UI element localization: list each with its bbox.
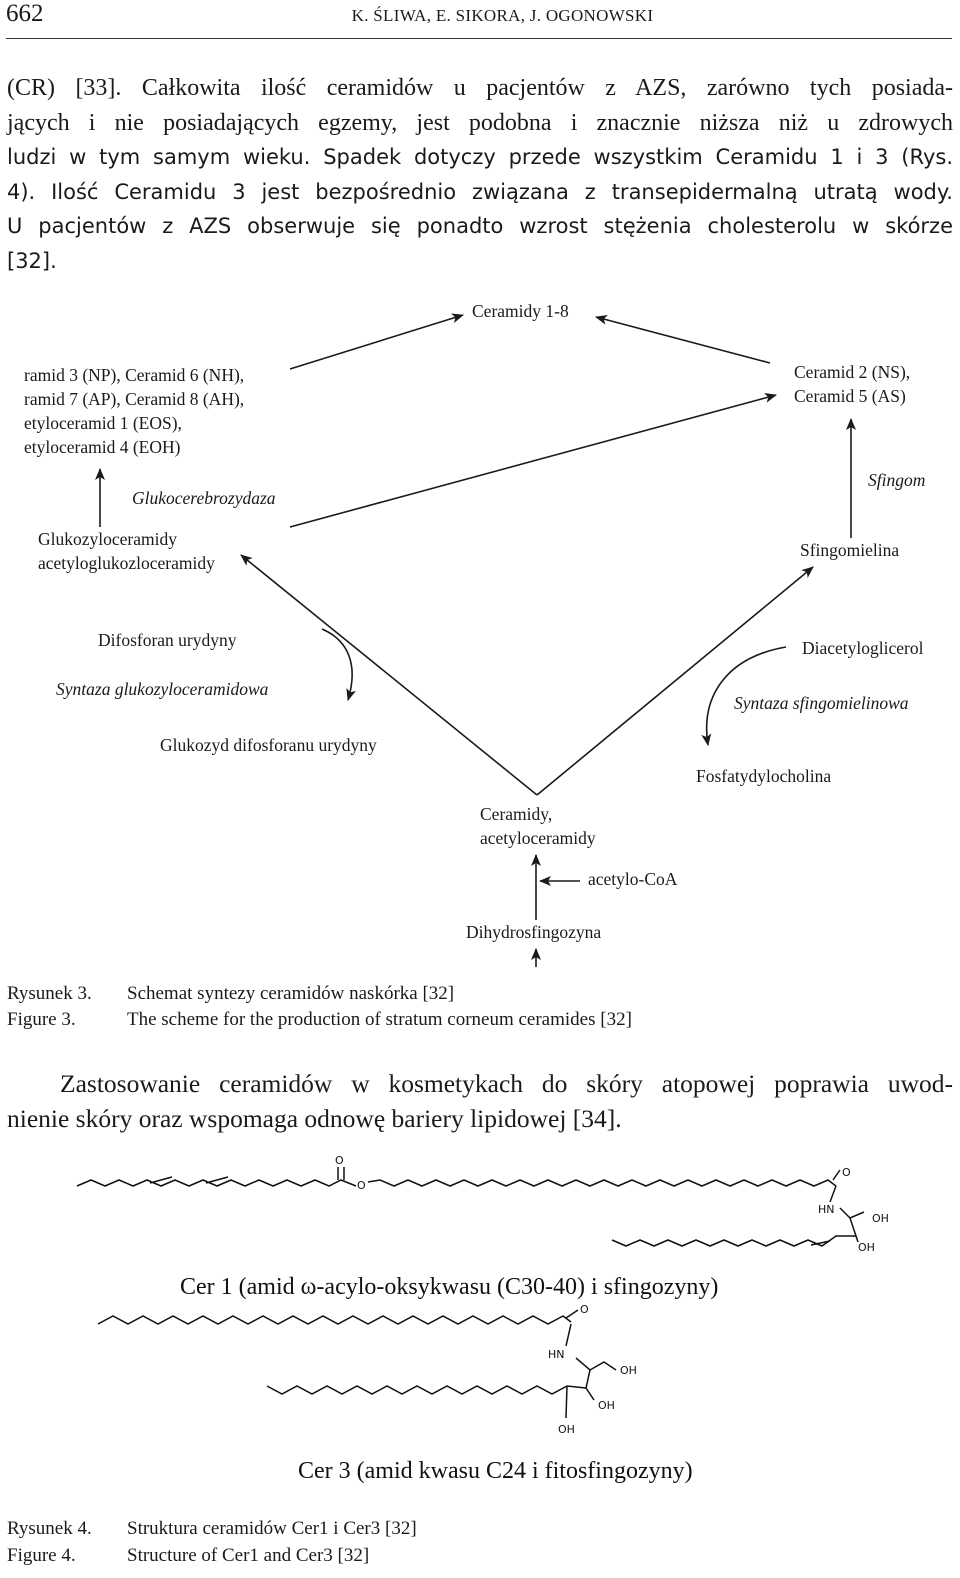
cer1-acyl-chain — [76, 1179, 357, 1187]
caption-text: The scheme for the production of stratum… — [127, 1009, 632, 1030]
caption-label: Figure 3. — [7, 1009, 76, 1030]
cer1-head-bond-2 — [849, 1217, 857, 1237]
cer3-structure-label: Cer 3 (amid kwasu C24 i fitosfingozyny) — [298, 1458, 693, 1484]
figure-4-caption-en: Figure 4. Structure of Cer1 and Cer3 [32] — [7, 1545, 369, 1567]
cer3-head-bond-2 — [585, 1369, 591, 1389]
cer1-oh-bond — [855, 1235, 859, 1243]
label-left-group-line: ramid 7 (AP), Ceramid 8 (AH), — [24, 389, 244, 409]
figure-3-caption-en: Figure 3. The scheme for the production o… — [7, 1009, 632, 1031]
label-acetylceramides: acetyloceramidy — [480, 828, 596, 848]
label-ceramides-1-8: Ceramidy 1-8 — [472, 301, 569, 321]
arrow-to-ceramides-1-8-left — [289, 313, 464, 370]
arrow-to-ceramides-1-8-right — [595, 314, 771, 364]
label-right-group-line: Ceramid 2 (NS), — [794, 362, 910, 382]
cer1-head-bond — [839, 1207, 865, 1219]
cer1-sphingosine-chain — [611, 1235, 856, 1247]
caption-text: Struktura ceramidów Cer1 i Cer3 [32] — [127, 1518, 417, 1539]
label-glucosylceramides: Glukozyloceramidy — [38, 529, 177, 549]
text-line: nienie skóry oraz wspomaga odnowę barier… — [7, 1104, 622, 1133]
body-paragraph-2: Zastosowanie ceramidów w kosmetykach do … — [7, 1066, 953, 1136]
text-line: U pacjentów z AZS obserwuje się ponadto … — [7, 214, 953, 238]
label-sphingomyelin-synthase: Syntaza sfingomielinowa — [734, 693, 909, 713]
figure-4-caption-pl: Rysunek 4. Struktura ceramidów Cer1 i Cer… — [7, 1518, 417, 1540]
label-udp-glucose: Glukozyd difosforanu urydyny — [160, 735, 377, 755]
curved-arrow-diacylglycerol — [701, 646, 787, 746]
structures-drawing: O O O HN OH OH O HN OH OH OH Cer 1 (amid… — [76, 1154, 889, 1484]
atom-oh: OH — [858, 1241, 875, 1254]
atom-oh: OH — [598, 1399, 615, 1412]
label-udp: Difosforan urydyny — [98, 630, 237, 650]
label-acetyl-coa: acetylo-CoA — [588, 869, 678, 889]
label-left-group-line: ramid 3 (NP), Ceramid 6 (NH), — [24, 365, 244, 385]
cer1-double-bond-2 — [205, 1176, 229, 1184]
label-phosphatidylcholine: Fosfatydylocholina — [696, 766, 831, 786]
label-left-group-line: etyloceramid 1 (EOS), — [24, 413, 182, 433]
text-line: [32]. — [7, 248, 57, 273]
atom-o: O — [842, 1166, 851, 1179]
label-sphingomyelin: Sfingomielina — [800, 540, 899, 560]
atom-o: O — [357, 1179, 366, 1192]
atom-oh: OH — [872, 1212, 889, 1225]
cer3-acyl-chain — [97, 1315, 572, 1325]
figure-4-ceramide-structures: O O O HN OH OH O HN OH OH OH Cer 1 (amid… — [0, 1150, 960, 1500]
arrow-ceramides-to-glucosylceramides — [240, 554, 538, 796]
label-ceramides: Ceramidy, — [480, 804, 552, 824]
cer1-sphingosine-double-bond — [810, 1240, 831, 1246]
cer3-oh-bond — [585, 1387, 595, 1401]
caption-text: Structure of Cer1 and Cer3 [32] — [127, 1545, 370, 1566]
cer3-amide-bond — [565, 1323, 572, 1347]
caption-label: Rysunek 4. — [7, 1518, 92, 1539]
page-number: 662 — [6, 0, 44, 27]
cer3-head-bond — [575, 1357, 617, 1371]
label-acetylglucosylceramides: acetyloglukozloceramidy — [38, 553, 215, 573]
label-left-group-line: etyloceramid 4 (EOH) — [24, 437, 181, 457]
arrow-long-diagonal — [289, 393, 777, 528]
atom-oh: OH — [620, 1364, 637, 1377]
cer1-amide-carbonyl — [832, 1169, 841, 1181]
header-rule — [6, 38, 952, 39]
label-glucosylceramide-synthase: Syntaza glukozyloceramidowa — [56, 679, 269, 699]
text-line: jących i nie posiadających egzemy, jest … — [7, 109, 953, 136]
scheme-diagram: Ceramidy 1-8 ramid 3 (NP), Ceramid 6 (NH… — [24, 301, 925, 967]
text-line: Zastosowanie ceramidów w kosmetykach do … — [60, 1069, 953, 1098]
label-glucocerebrosidase: Glukocerebrozydaza — [132, 488, 276, 508]
page-header: 662 K. ŚLIWA, E. SIKORA, J. OGONOWSKI — [0, 0, 960, 40]
cer1-structure-label: Cer 1 (amid ω-acylo-oksykwasu (C30-40) i… — [180, 1274, 718, 1300]
cer1-hydroxy-acid-chain — [367, 1179, 837, 1187]
curved-arrow-udp — [321, 628, 356, 701]
running-head: K. ŚLIWA, E. SIKORA, J. OGONOWSKI — [351, 6, 654, 25]
label-right-group-line: Ceramid 5 (AS) — [794, 386, 906, 406]
caption-text: Schemat syntezy ceramidów naskórka [32] — [127, 983, 455, 1004]
cer1-double-bond-1 — [149, 1176, 173, 1184]
text-line: (CR) [33]. Całkowita ilość ceramidów u p… — [7, 75, 953, 101]
cer3-phytosphingosine-chain — [266, 1385, 587, 1395]
atom-o: O — [335, 1154, 344, 1167]
arrow-ceramides-to-sphingomyelin — [536, 566, 814, 796]
body-paragraph-1: (CR) [33]. Całkowita ilość ceramidów u p… — [7, 71, 953, 278]
atom-oh: OH — [558, 1423, 575, 1436]
cer1-amide-bond — [829, 1185, 837, 1203]
label-diacylglycerol: Diacetyloglicerol — [802, 638, 924, 658]
caption-label: Rysunek 3. — [7, 983, 92, 1004]
label-sphingomyelinase: Sfingom — [868, 470, 925, 490]
figure-3-ceramide-synthesis-scheme: Ceramidy 1-8 ramid 3 (NP), Ceramid 6 (NH… — [0, 295, 960, 970]
figure-3-caption-pl: Rysunek 3. Schemat syntezy ceramidów nask… — [7, 983, 454, 1005]
atom-hn: HN — [818, 1203, 835, 1216]
label-dihydrosphingosine: Dihydrosfingozyna — [466, 922, 601, 942]
caption-label: Figure 4. — [7, 1545, 76, 1566]
cer3-amide-carbonyl — [565, 1309, 579, 1319]
atom-o: O — [580, 1303, 589, 1316]
atom-hn: HN — [548, 1348, 565, 1361]
text-line: 4). Ilość Ceramidu 3 jest bezpośrednio z… — [7, 179, 953, 204]
text-line: ludzi w tym samym wieku. Spadek dotyczy … — [7, 145, 953, 169]
cer3-oh-bond-2 — [565, 1385, 568, 1419]
